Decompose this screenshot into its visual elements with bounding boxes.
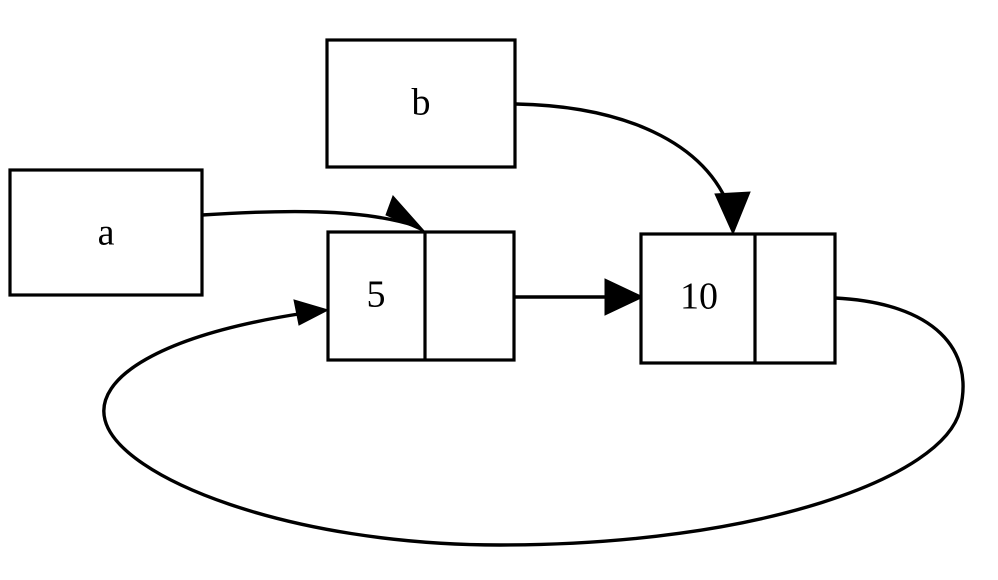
variable-box-a[interactable]: a — [8, 168, 204, 297]
list-node-10[interactable]: 10 — [639, 232, 837, 365]
variable-box-b-rect[interactable] — [325, 38, 517, 169]
edge-node5-to-node10 — [514, 278, 645, 316]
edge-a-to-node5 — [201, 195, 426, 233]
arrowhead-node5-to-node10 — [604, 278, 645, 316]
arrowhead-b-to-node10 — [714, 191, 751, 236]
arrowhead-a-to-node5 — [385, 195, 426, 233]
list-node-5-rect[interactable] — [326, 230, 516, 362]
edge-path-b-to-node10 — [515, 102, 733, 213]
variable-box-a-rect[interactable] — [8, 168, 204, 297]
edge-b-to-node10 — [515, 102, 751, 236]
variable-box-b-label: b — [412, 82, 431, 124]
list-node-10-rect[interactable] — [639, 232, 837, 365]
list-node-10-value: 10 — [680, 276, 718, 318]
list-node-5-value: 5 — [367, 274, 386, 316]
edge-path-node10-to-node5 — [102, 296, 965, 547]
edge-node10-to-node5 — [102, 296, 965, 547]
arrowhead-node10-to-node5 — [293, 299, 330, 326]
variable-box-a-label: a — [98, 212, 115, 254]
variable-box-b[interactable]: b — [325, 38, 517, 169]
list-node-5[interactable]: 5 — [326, 230, 516, 362]
edge-path-a-to-node5 — [201, 209, 417, 228]
